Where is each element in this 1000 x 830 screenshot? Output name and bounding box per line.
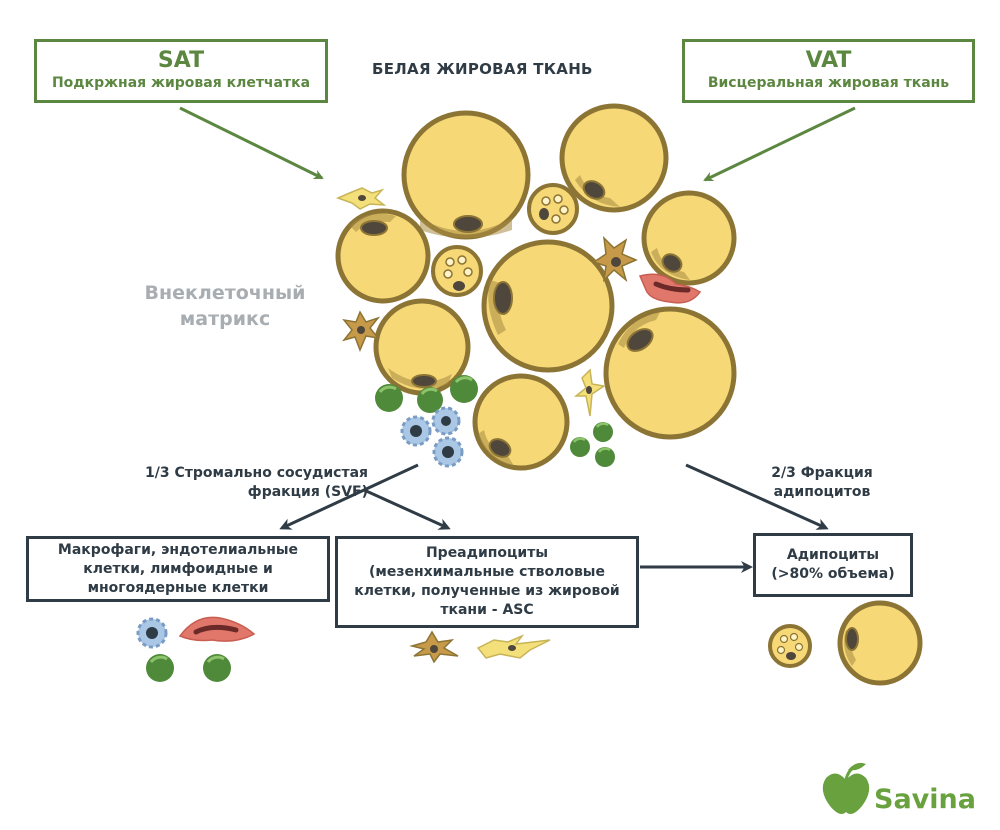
fibroblast (592, 235, 638, 283)
lymphocyte (595, 447, 615, 467)
adipocyte-fraction-arrow (685, 463, 829, 530)
immune-cells-box: Макрофаги, эндотелиальные клетки, лимфои… (26, 536, 330, 602)
immune-cell (432, 436, 464, 468)
stem-cell (335, 187, 387, 210)
svf-arrow (279, 463, 419, 530)
adipocyte (559, 103, 669, 213)
adipocyte (335, 208, 431, 304)
adipocyte-fraction-label: 2/3 Фракция адипоцитов (771, 465, 873, 500)
immune-cell (400, 415, 432, 447)
sat-abbr: SAT (157, 48, 205, 73)
immune-cell (431, 406, 461, 436)
vat-box: VAT Висцеральная жировая ткань (682, 39, 975, 103)
adipocyte (472, 373, 570, 471)
lymphocyte (593, 422, 613, 442)
stem-cell (573, 368, 606, 417)
lymphocyte (417, 387, 443, 413)
preadipocyte (768, 624, 812, 668)
immune-cell (136, 617, 168, 649)
vat-name: Висцеральная жировая ткань (707, 75, 950, 91)
adipocyte (481, 239, 615, 373)
preadipocyte (527, 183, 579, 235)
preadipocytes-box: Преадипоциты (мезенхимальные стволовые к… (335, 536, 639, 628)
adipocytes-box: Адипоциты (>80% объема) (753, 533, 913, 597)
brand-name: Savina (874, 784, 976, 815)
macrophage (178, 616, 256, 642)
vat-arrow (703, 106, 856, 182)
adipocyte (641, 190, 737, 286)
sat-arrow (179, 106, 324, 180)
lymphocyte (375, 384, 403, 412)
svf-label: 1/3 Стромально сосудистая фракция (SVF) (145, 465, 368, 500)
adipocyte (837, 600, 923, 686)
lymphocyte (570, 437, 590, 457)
adipocyte (603, 306, 737, 440)
apple-logo-icon (822, 762, 870, 814)
diagram-title: БЕЛАЯ ЖИРОВАЯ ТКАНЬ (372, 60, 593, 78)
lymphocyte (450, 375, 478, 403)
vat-abbr: VAT (805, 48, 852, 73)
lymphocyte (203, 654, 231, 682)
svf-to-preadipocyte-arrow (363, 488, 451, 530)
macrophage (638, 273, 702, 304)
preadipocyte (431, 245, 483, 297)
fibroblast (409, 630, 459, 664)
lymphocyte (146, 654, 174, 682)
adipocyte (373, 298, 471, 396)
stem-cell (476, 634, 551, 659)
adipocyte (401, 110, 531, 240)
fibroblast (341, 310, 381, 352)
sat-box: SAT Подкржная жировая клетчатка (34, 39, 328, 103)
extracellular-matrix-label: Внеклеточный матрикс (144, 282, 306, 330)
sat-name: Подкржная жировая клетчатка (51, 75, 311, 91)
